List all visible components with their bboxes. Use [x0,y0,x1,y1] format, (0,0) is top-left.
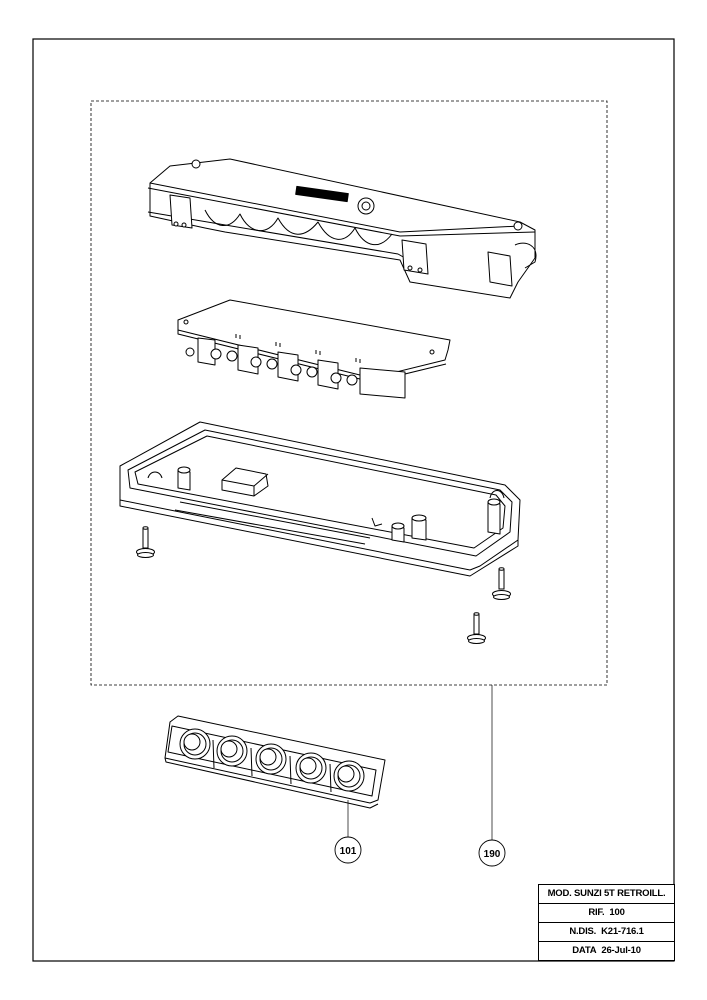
top-cover [147,158,537,299]
callout-190: 190 [478,839,506,867]
callout-101: 101 [334,836,362,864]
title-block-date-row: DATA 26-Jul-10 [539,942,674,961]
drawing-no-label: N.DIS. [569,926,597,937]
ref-value: 100 [609,907,625,918]
date-value: 26-Jul-10 [601,945,641,956]
pcb-board [177,299,451,399]
keypad-buttons [179,728,365,792]
title-block-ref-row: RIF. 100 [539,904,674,923]
keypad [164,715,386,809]
date-label: DATA [572,945,597,956]
assembly-boundary [90,100,608,686]
sheet-border [32,38,675,962]
drawing-no-value: K21-716.1 [601,926,644,937]
title-block: MOD. SUNZI 5T RETROILL. RIF. 100 N.DIS. K2… [538,884,675,961]
model-name: MOD. SUNZI 5T RETROILL. [547,888,666,899]
title-block-model-row: MOD. SUNZI 5T RETROILL. [539,885,674,904]
callout-190-label: 190 [484,849,501,860]
title-block-drawing-no-row: N.DIS. K21-716.1 [539,923,674,942]
screw-left [136,526,155,558]
screw-right-upper [492,567,511,600]
screw-right-lower [467,612,486,644]
ref-label: RIF. [588,907,605,918]
callout-101-label: 101 [340,846,357,857]
bottom-tray [119,421,521,577]
